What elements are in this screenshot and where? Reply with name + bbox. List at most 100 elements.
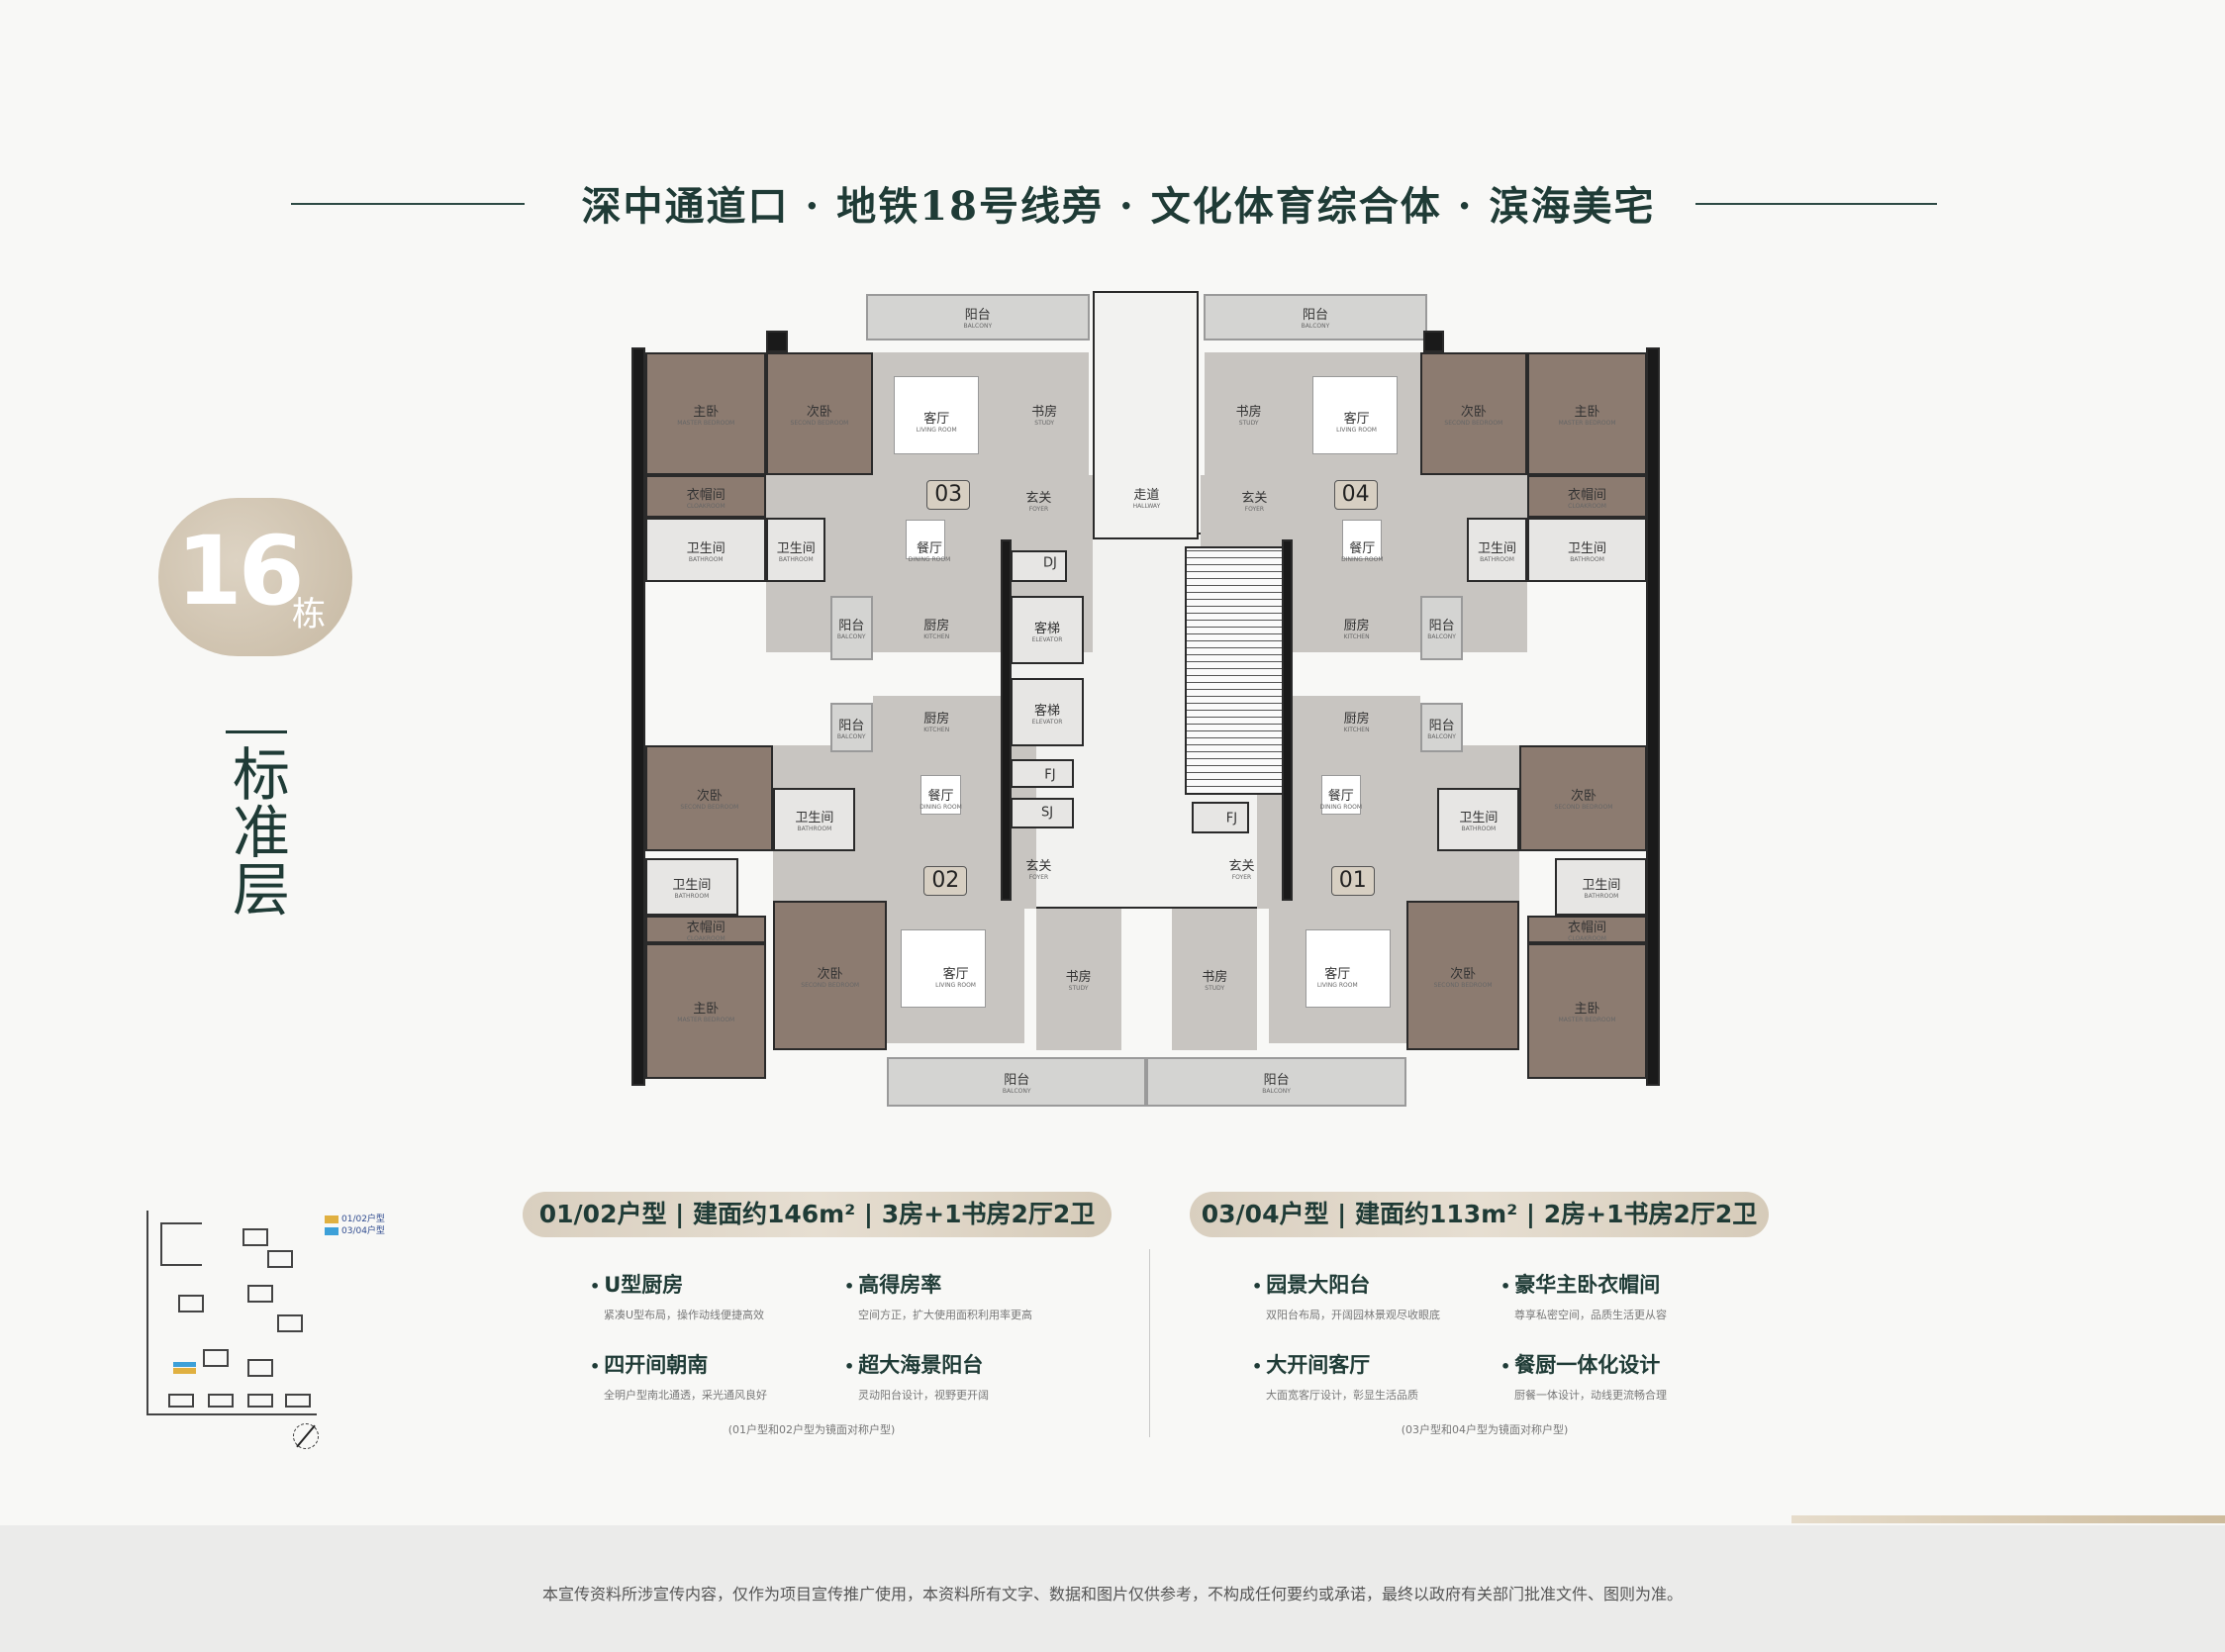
key-plan-block bbox=[203, 1349, 229, 1367]
room-label-en: KITCHEN bbox=[1343, 726, 1370, 733]
room-label-cn: 玄关 bbox=[1241, 490, 1268, 506]
room-label-cn: 主卧 bbox=[1574, 1002, 1600, 1018]
room-label-fj: FJ bbox=[1044, 767, 1055, 782]
feature-desc: 大面宽客厅设计，彰显生活品质 bbox=[1266, 1389, 1418, 1402]
feature-desc: 双阳台布局，开阔园林景观尽收眼底 bbox=[1266, 1309, 1440, 1321]
room-label-cn: 卫生间 bbox=[1478, 540, 1517, 556]
room-walk-in-closet bbox=[645, 475, 767, 519]
room-label-en: BALCONY bbox=[1002, 1088, 1031, 1096]
room-label-cn: 玄关 bbox=[1025, 490, 1052, 506]
wall bbox=[1000, 538, 1013, 902]
room-bathroom bbox=[1437, 787, 1520, 852]
title-rule-right bbox=[1695, 203, 1937, 205]
room-balcony bbox=[1420, 702, 1464, 752]
dining-table bbox=[905, 519, 945, 559]
feature-title: 超大海景阳台 bbox=[844, 1349, 989, 1379]
dj-room bbox=[1010, 550, 1068, 582]
room-label-cn: 阳台 bbox=[1263, 1073, 1290, 1089]
room-label-en: BATHROOM bbox=[1570, 555, 1604, 563]
room-kitchen bbox=[1293, 603, 1421, 653]
unit-type-heading-0304: 03/04户型 | 建面约113m² | 2房+1书房2厅2卫 bbox=[1190, 1192, 1769, 1237]
room-balcony bbox=[1146, 1057, 1406, 1108]
room-label-cn: 客厅 bbox=[942, 966, 969, 982]
room-label-en: KITCHEN bbox=[1343, 633, 1370, 641]
feature-title: U型厨房 bbox=[590, 1269, 764, 1299]
room-label-en: MASTER BEDROOM bbox=[677, 1017, 735, 1024]
section-divider bbox=[1149, 1249, 1150, 1437]
feature-title: 园景大阳台 bbox=[1252, 1269, 1440, 1299]
legend-swatch-gold bbox=[325, 1215, 339, 1223]
room-label-cn: 阳台 bbox=[1428, 718, 1455, 733]
feature-desc: 厨餐一体设计，动线更流畅合理 bbox=[1514, 1389, 1667, 1402]
room-bathroom bbox=[766, 518, 826, 582]
room-label-en: CLOAKROOM bbox=[686, 502, 726, 510]
room-label-en: MASTER BEDROOM bbox=[1558, 1017, 1616, 1024]
room-bathroom bbox=[1526, 518, 1648, 582]
dining-table bbox=[1342, 519, 1383, 559]
disclaimer-text: 本宣传资料所涉宣传内容，仅作为项目宣传推广使用，本资料所有文字、数据和图片仅供参… bbox=[541, 1585, 1683, 1603]
title-rule-left bbox=[291, 203, 525, 205]
floor-title-rule bbox=[226, 730, 287, 733]
fj-room bbox=[1010, 759, 1075, 788]
room-label-en: SECOND BEDROOM bbox=[790, 419, 849, 427]
key-plan-block bbox=[208, 1394, 234, 1408]
room-walk-in-closet bbox=[1526, 475, 1648, 519]
room-label-en: LIVING ROOM bbox=[935, 981, 976, 989]
unit-type-heading-0102: 01/02户型 | 建面约146m² | 3房+1书房2厅2卫 bbox=[523, 1192, 1112, 1237]
room-label-en: DINING ROOM bbox=[919, 803, 962, 811]
room-balcony bbox=[829, 702, 873, 752]
fj-room bbox=[1192, 802, 1249, 833]
room-study bbox=[1000, 351, 1089, 476]
feature-desc: 尊享私密空间，品质生活更从容 bbox=[1514, 1309, 1667, 1321]
key-plan-block bbox=[160, 1222, 202, 1266]
feature-title: 餐厨一体化设计 bbox=[1500, 1349, 1667, 1379]
wall bbox=[1422, 331, 1445, 352]
room-label-cn: 客梯 bbox=[1034, 621, 1061, 636]
room-label-cn: FJ bbox=[1044, 767, 1056, 783]
room-label-cn: 餐厅 bbox=[1349, 541, 1376, 557]
room-label-en: FOYER bbox=[1244, 505, 1265, 513]
room-label-cn: DJ bbox=[1042, 555, 1057, 571]
sofa-set bbox=[894, 375, 980, 454]
room-label-cn: 厨房 bbox=[1343, 711, 1370, 727]
room-label-cn: 主卧 bbox=[693, 404, 720, 420]
room-master-bedroom bbox=[1526, 351, 1648, 476]
feature-desc: 全明户型南北通透，采光通风良好 bbox=[604, 1389, 767, 1402]
room-label-en: HALLWAY bbox=[1132, 502, 1161, 510]
unit-number-tag: 02 bbox=[923, 865, 968, 896]
feature-item: 豪华主卧衣帽间 尊享私密空间，品质生活更从容 bbox=[1500, 1269, 1667, 1322]
room-label-en: BATHROOM bbox=[1461, 825, 1497, 832]
room-label-en: BATHROOM bbox=[778, 555, 814, 563]
room-label-en: BATHROOM bbox=[797, 825, 832, 832]
feature-title: 豪华主卧衣帽间 bbox=[1500, 1269, 1667, 1299]
wall bbox=[766, 331, 788, 352]
room-second-bedroom bbox=[773, 901, 888, 1050]
room-label-cn: 卫生间 bbox=[795, 810, 834, 826]
room-label-en: LIVING ROOM bbox=[1336, 427, 1377, 435]
room-label-en: BATHROOM bbox=[674, 893, 710, 901]
building-badge: 16 栋 bbox=[158, 498, 352, 656]
room-label-en: BATHROOM bbox=[1584, 893, 1619, 901]
